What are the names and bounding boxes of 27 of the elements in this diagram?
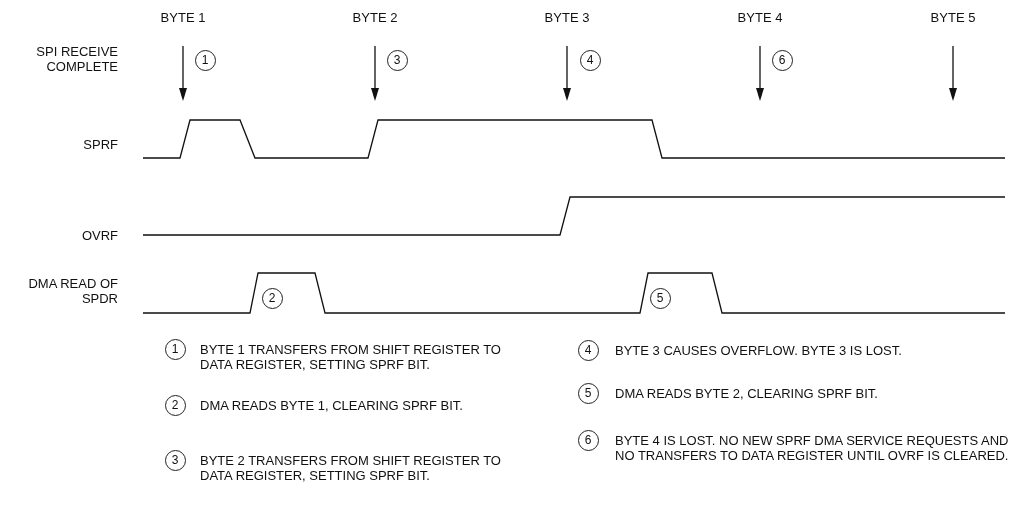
byte-label: BYTE 4 xyxy=(737,10,783,25)
signal-label: DMA READ OF SPDR xyxy=(28,276,118,306)
callout-number: 4 xyxy=(579,49,601,71)
note-text: BYTE 3 CAUSES OVERFLOW. BYTE 3 IS LOST. xyxy=(615,343,903,358)
byte-label: BYTE 1 xyxy=(160,10,206,25)
callout-number: 2 xyxy=(164,394,186,416)
callout-number: 1 xyxy=(164,338,186,360)
byte-label: BYTE 5 xyxy=(930,10,976,25)
note-text: DMA READS BYTE 1, CLEARING SPRF BIT. xyxy=(200,398,464,413)
note-text: DMA READS BYTE 2, CLEARING SPRF BIT. xyxy=(615,386,879,401)
note-text: BYTE 2 TRANSFERS FROM SHIFT REGISTER TO DATA REGISTER, SETTING SPRF BIT. xyxy=(200,453,502,483)
callout-number: 6 xyxy=(771,49,793,71)
callout-number: 5 xyxy=(649,287,671,309)
callout-number: 3 xyxy=(386,49,408,71)
note-text: BYTE 1 TRANSFERS FROM SHIFT REGISTER TO DATA REGISTER, SETTING SPRF BIT. xyxy=(200,342,502,372)
note-text: BYTE 4 IS LOST. NO NEW SPRF DMA SERVICE REQUESTS AND NO TRANSFERS TO DATA REGISTER UNTIL OVRF IS CLEARED. xyxy=(615,433,1010,463)
callout-number: 4 xyxy=(577,339,599,361)
callout-number: 5 xyxy=(577,382,599,404)
callout-number: 2 xyxy=(261,287,283,309)
byte-label: BYTE 3 xyxy=(544,10,590,25)
signal-label: SPI RECEIVE COMPLETE xyxy=(35,44,118,74)
callout-number: 3 xyxy=(164,449,186,471)
callout-number: 1 xyxy=(194,49,216,71)
signal-label: OVRF xyxy=(81,228,118,243)
callout-number: 6 xyxy=(577,429,599,451)
byte-label: BYTE 2 xyxy=(352,10,398,25)
signal-label: SPRF xyxy=(83,137,118,152)
